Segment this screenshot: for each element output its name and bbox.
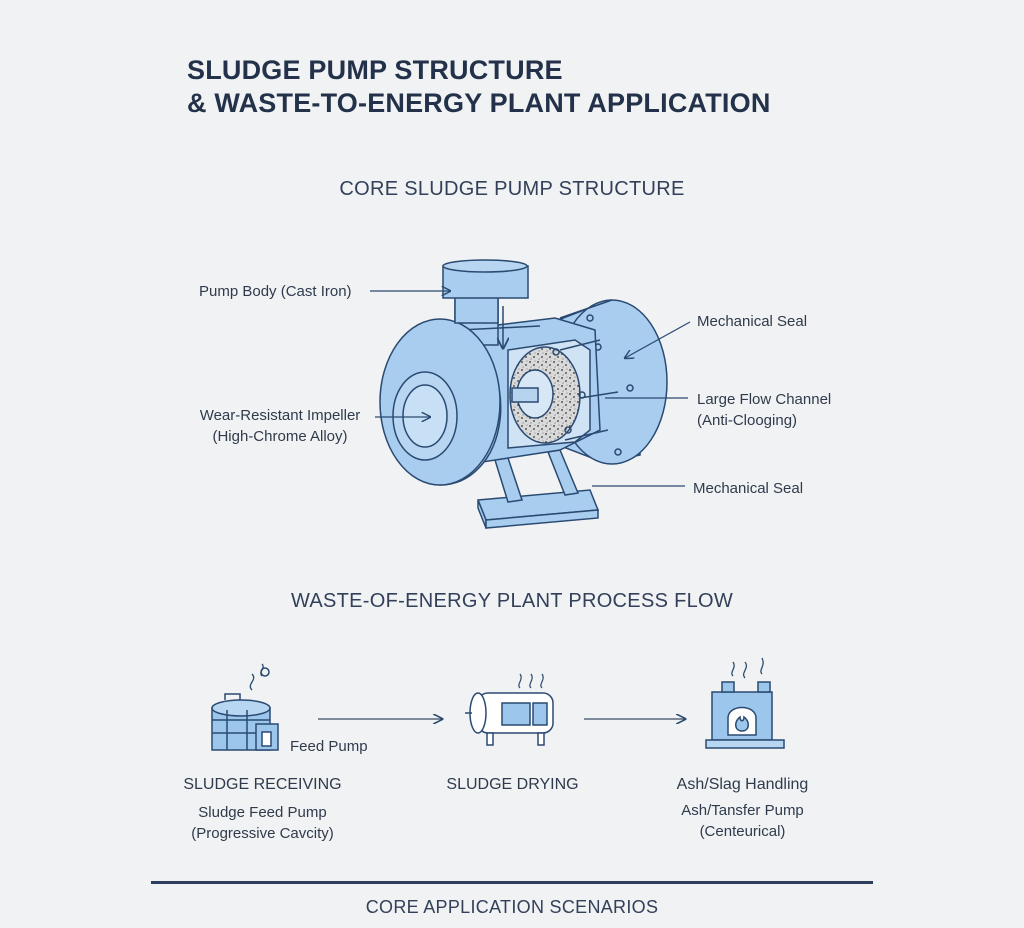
page-title: SLUDGE PUMP STRUCTURE & WASTE-TO-ENERGY … [187,54,771,120]
stage-detail-receiving-1: Sludge Feed Pump [198,804,327,821]
title-line-2: & WASTE-TO-ENERGY PLANT APPLICATION [187,88,771,118]
flow-section-heading: WASTE-OF-ENERGY PLANT PROCESS FLOW [290,590,734,612]
label-flow-channel-line1: Large Flow Channel [697,391,832,408]
label-impeller: Wear-Resistant Impeller (High-Chrome All… [190,405,370,447]
footer-heading: CORE APPLICATION SCENARIOS [365,897,659,917]
dryer-drum-icon [465,673,554,746]
label-mechanical-seal-bottom: Mechanical Seal [693,480,804,497]
stage-name-receiving: SLUDGE RECEIVING [183,776,342,793]
impeller-cutaway [507,339,619,449]
label-mechanical-seal-top: Mechanical Seal [697,313,808,330]
pump-section-heading: CORE SLUDGE PUMP STRUCTURE [339,178,685,200]
stage-detail-receiving: Sludge Feed Pump (Progressive Cavcity) [170,802,355,844]
stage-detail-ash: Ash/Tansfer Pump (Centeurical) [650,800,835,842]
front-flange [379,318,502,486]
title-line-1: SLUDGE PUMP STRUCTURE [187,55,563,85]
label-impeller-line1: Wear-Resistant Impeller [199,407,361,424]
stage-detail-ash-2: (Centeurical) [699,823,786,840]
storage-tank-icon [211,663,279,751]
label-flow-channel: Large Flow Channel (Anti-Clooging) [697,389,831,431]
label-pump-body: Pump Body (Cast Iron) [199,283,352,300]
pump-base [476,449,600,529]
stage-detail-ash-1: Ash/Tansfer Pump [681,802,804,819]
label-feed-pump: Feed Pump [290,738,368,755]
stage-detail-receiving-2: (Progressive Cavcity) [191,825,334,842]
furnace-icon [705,657,785,749]
stage-name-drying: SLUDGE DRYING [446,776,579,793]
label-flow-channel-line2: (Anti-Clooging) [697,412,798,429]
outlet-pipe [442,259,529,348]
bottom-divider [151,881,873,884]
label-impeller-line2: (High-Chrome Alloy) [212,428,348,445]
leader-lines [370,291,691,487]
stage-name-ash: Ash/Slag Handling [676,776,809,793]
